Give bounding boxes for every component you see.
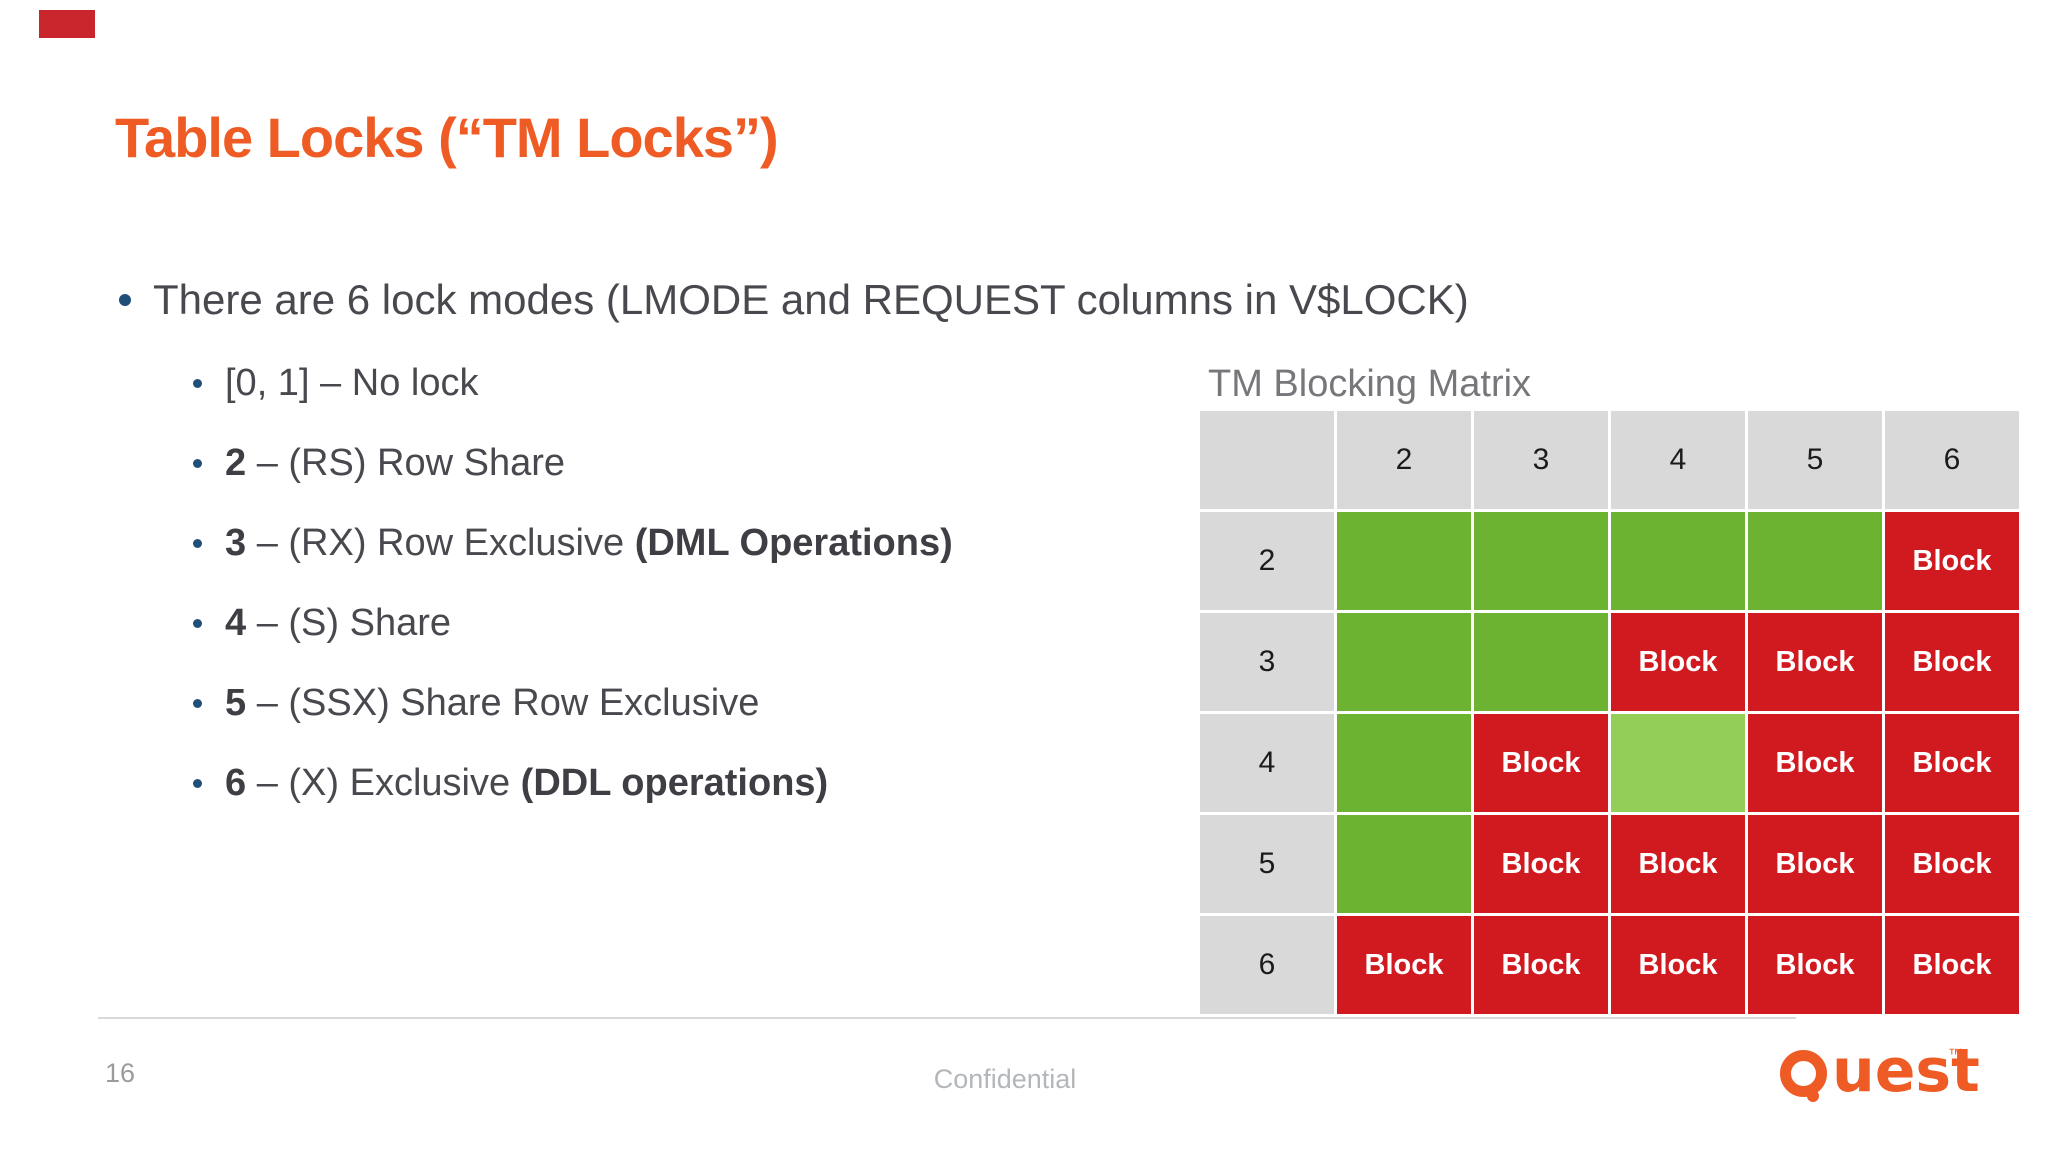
- matrix-cell: Block: [1748, 916, 1882, 1014]
- matrix-row-header: 4: [1200, 714, 1334, 812]
- matrix-cell: [1748, 512, 1882, 610]
- bullet-dot-icon: [193, 538, 202, 548]
- matrix-cell: Block: [1474, 916, 1608, 1014]
- quest-logo-tail: uest: [1832, 1036, 1980, 1106]
- matrix-cell: Block: [1885, 613, 2019, 711]
- matrix-cell: [1337, 613, 1471, 711]
- quest-logo: uest ™: [1780, 1036, 1980, 1110]
- matrix-cell: Block: [1885, 512, 2019, 610]
- matrix-cell: Block: [1748, 613, 1882, 711]
- matrix-cell: Block: [1885, 714, 2019, 812]
- matrix-row-header: 6: [1200, 916, 1334, 1014]
- sub-bullet-text: 2 – (RS) Row Share: [225, 441, 566, 484]
- sub-bullet-text: 6 – (X) Exclusive (DDL operations): [225, 761, 829, 804]
- matrix-cell: [1611, 512, 1745, 610]
- sub-bullet-text: [0, 1] – No lock: [225, 361, 479, 404]
- footer-divider: [98, 1017, 1796, 1019]
- matrix-title: TM Blocking Matrix: [1208, 363, 1532, 405]
- matrix-cell: Block: [1748, 815, 1882, 913]
- sub-bullet-item: 4 – (S) Share: [193, 583, 1093, 663]
- matrix-row-header: 2: [1200, 512, 1334, 610]
- matrix-cell: [1337, 714, 1471, 812]
- bullet-dot-icon: [193, 378, 202, 388]
- matrix-cell: Block: [1474, 815, 1608, 913]
- matrix-col-header: 4: [1611, 411, 1745, 509]
- bullet-dot-icon: [119, 294, 131, 306]
- matrix-row-header: 5: [1200, 815, 1334, 913]
- matrix-cell: [1611, 714, 1745, 812]
- matrix-cell: [1474, 512, 1608, 610]
- matrix-cell: [1337, 815, 1471, 913]
- sub-bullet-item: 2 – (RS) Row Share: [193, 423, 1093, 503]
- matrix-cell: Block: [1885, 916, 2019, 1014]
- matrix-cell: [1337, 512, 1471, 610]
- sub-bullet-text: 5 – (SSX) Share Row Exclusive: [225, 681, 760, 724]
- matrix-cell: Block: [1611, 815, 1745, 913]
- trademark-symbol: ™: [1948, 1046, 1963, 1063]
- sub-bullet-item: 6 – (X) Exclusive (DDL operations): [193, 743, 1093, 823]
- matrix-cell: Block: [1474, 714, 1608, 812]
- sub-bullet-text: 3 – (RX) Row Exclusive (DML Operations): [225, 521, 953, 564]
- matrix-col-header: 6: [1885, 411, 2019, 509]
- sub-bullet-list: [0, 1] – No lock 2 – (RS) Row Share 3 – (R…: [193, 343, 1093, 823]
- matrix-col-header: 2: [1337, 411, 1471, 509]
- confidential-label: Confidential: [933, 1064, 1077, 1094]
- quest-q-icon: [1780, 1050, 1827, 1097]
- matrix-col-header: 5: [1748, 411, 1882, 509]
- matrix-cell: Block: [1748, 714, 1882, 812]
- matrix-col-header: 3: [1474, 411, 1608, 509]
- quest-q-dot-icon: [1807, 1090, 1819, 1102]
- slide-title: Table Locks (“TM Locks”): [115, 106, 779, 169]
- sub-bullet-item: 3 – (RX) Row Exclusive (DML Operations): [193, 503, 1093, 583]
- main-bullet-item: There are 6 lock modes (LMODE and REQUES…: [119, 270, 1619, 330]
- sub-bullet-text: 4 – (S) Share: [225, 601, 452, 644]
- bullet-dot-icon: [193, 618, 202, 628]
- matrix-cell: Block: [1611, 916, 1745, 1014]
- bullet-dot-icon: [193, 778, 202, 788]
- bullet-dot-icon: [193, 458, 202, 468]
- matrix-cell: Block: [1885, 815, 2019, 913]
- red-corner-marker: [39, 10, 95, 38]
- matrix-corner-cell: [1200, 411, 1334, 509]
- sub-bullet-item: 5 – (SSX) Share Row Exclusive: [193, 663, 1093, 743]
- page-number: 16: [105, 1058, 136, 1088]
- bullet-dot-icon: [193, 698, 202, 708]
- matrix-row-header: 3: [1200, 613, 1334, 711]
- main-bullet-text: There are 6 lock modes (LMODE and REQUES…: [153, 276, 1469, 323]
- sub-bullet-item: [0, 1] – No lock: [193, 343, 1093, 423]
- matrix-cell: Block: [1337, 916, 1471, 1014]
- matrix-cell: [1474, 613, 1608, 711]
- matrix-cell: Block: [1611, 613, 1745, 711]
